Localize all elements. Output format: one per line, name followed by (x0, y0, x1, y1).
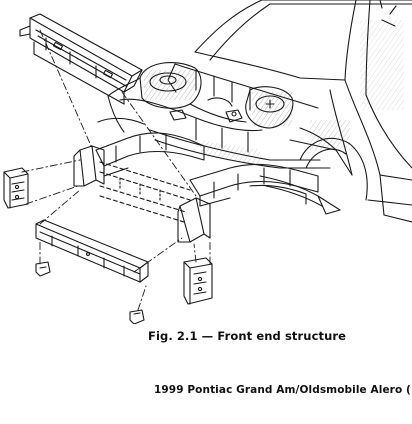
upper-tie-bar (19, 13, 143, 105)
left-side-bracket (3, 167, 29, 209)
exploded-view-leader-lines (21, 29, 211, 311)
right-side-bracket (183, 257, 213, 305)
car-body-structure (97, 0, 412, 223)
page-footer: 1999 Pontiac Grand Am/Oldsmobile Alero ( (154, 384, 411, 396)
lower-tie-bar (35, 219, 149, 324)
front-end-structure-diagram (3, 0, 412, 324)
radiator-support (73, 145, 211, 243)
figure-caption: Fig. 2.1 — Front end structure (148, 329, 347, 343)
